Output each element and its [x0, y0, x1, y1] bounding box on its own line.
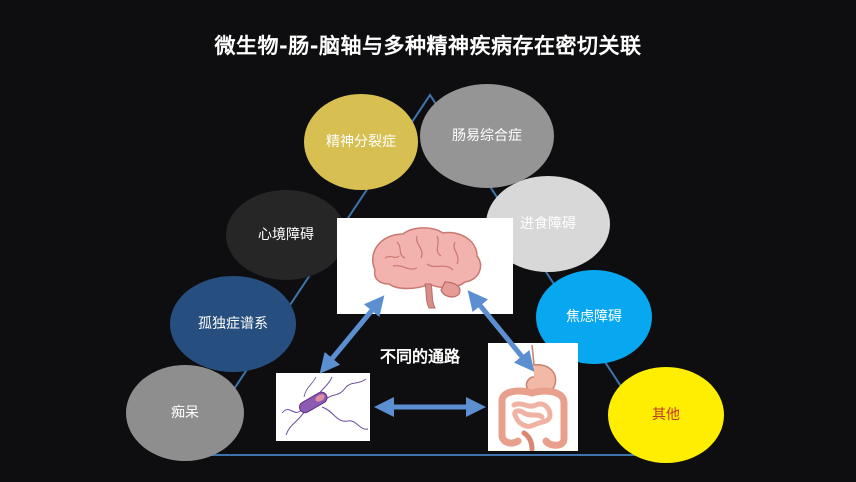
node-autism-spectrum: 孤独症谱系 — [170, 276, 296, 372]
bacterium-illustration-icon — [281, 376, 369, 436]
node-eating-disorder-label: 进食障碍 — [520, 215, 576, 232]
node-ibs: 肠易综合症 — [420, 84, 554, 188]
node-dementia: 痴呆 — [126, 365, 244, 461]
slide-title: 微生物-肠-脑轴与多种精神疾病存在密切关联 — [214, 34, 642, 58]
node-mood-disorder-label: 心境障碍 — [258, 226, 314, 243]
node-anxiety-disorder: 焦虑障碍 — [536, 270, 652, 364]
node-other: 其他 — [608, 367, 724, 463]
node-other-label: 其他 — [652, 406, 680, 423]
brain-image — [337, 218, 513, 314]
pathways-label: 不同的通路 — [380, 347, 461, 366]
node-ibs-label: 肠易综合症 — [452, 127, 522, 144]
node-anxiety-disorder-label: 焦虑障碍 — [566, 308, 622, 325]
node-schizophrenia: 精神分裂症 — [304, 94, 418, 190]
node-mood-disorder: 心境障碍 — [226, 190, 346, 280]
bacterium-image — [276, 373, 370, 441]
node-dementia-label: 痴呆 — [171, 404, 199, 421]
node-schizophrenia-label: 精神分裂症 — [326, 133, 396, 150]
node-autism-spectrum-label: 孤独症谱系 — [198, 315, 268, 332]
digestive-tract-illustration-icon — [498, 344, 568, 452]
digestive-tract-image — [488, 343, 578, 452]
brain-illustration-icon — [372, 227, 482, 309]
